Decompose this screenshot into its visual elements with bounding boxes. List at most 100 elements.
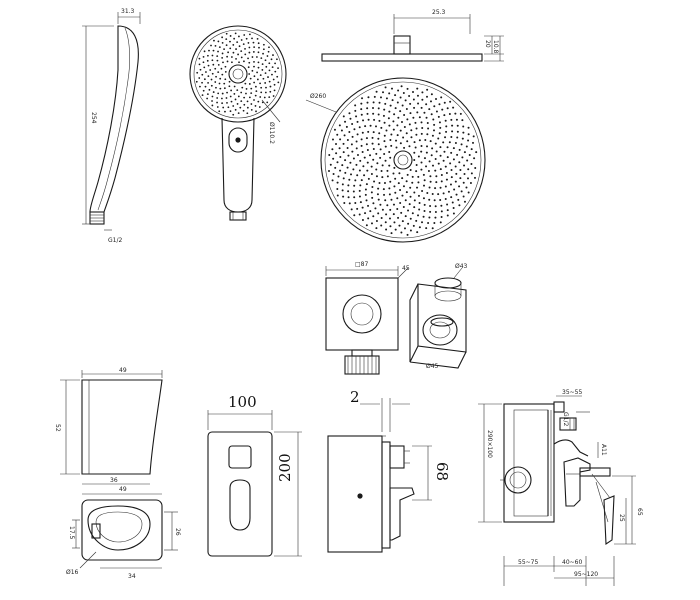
- spray-nozzle: [337, 175, 340, 178]
- spray-nozzle: [217, 40, 220, 43]
- spray-nozzle: [404, 199, 407, 202]
- valve-body-top-right-label: 35~55: [562, 389, 582, 396]
- spray-nozzle: [400, 231, 403, 234]
- spray-nozzle: [229, 35, 232, 37]
- spray-nozzle: [361, 97, 364, 100]
- spray-nozzle: [468, 153, 471, 156]
- spray-nozzle: [346, 166, 349, 169]
- spray-nozzle: [375, 175, 378, 178]
- spray-nozzle: [442, 192, 445, 195]
- spray-nozzle: [417, 175, 420, 178]
- spray-nozzle: [342, 115, 345, 118]
- spray-nozzle: [396, 101, 399, 104]
- spray-nozzle: [409, 195, 412, 198]
- spray-nozzle: [418, 226, 421, 229]
- spray-nozzle: [349, 161, 352, 164]
- spray-nozzle: [441, 108, 444, 111]
- spray-nozzle: [261, 69, 264, 71]
- spray-nozzle: [375, 125, 377, 128]
- spray-nozzle: [438, 103, 441, 106]
- spray-nozzle: [472, 135, 475, 138]
- spray-nozzle: [407, 209, 410, 212]
- spray-nozzle: [341, 189, 344, 192]
- spray-nozzle: [420, 168, 423, 171]
- spray-nozzle: [394, 191, 397, 194]
- spray-nozzle: [402, 136, 405, 139]
- spray-nozzle: [429, 210, 432, 213]
- spray-nozzle: [246, 112, 249, 115]
- spray-nozzle: [398, 172, 401, 175]
- spray-nozzle: [253, 46, 256, 49]
- spray-nozzle: [359, 159, 362, 162]
- spray-nozzle: [238, 45, 241, 48]
- spray-nozzle: [230, 89, 233, 92]
- spray-nozzle: [347, 184, 350, 187]
- spray-nozzle: [455, 172, 458, 175]
- spray-nozzle: [382, 188, 385, 191]
- spray-nozzle: [272, 54, 274, 56]
- spray-nozzle: [257, 61, 260, 64]
- spray-nozzle: [236, 41, 239, 44]
- spray-nozzle: [406, 173, 409, 176]
- spray-nozzle: [365, 137, 368, 140]
- spray-nozzle: [347, 190, 350, 193]
- spray-nozzle: [225, 32, 228, 35]
- spray-nozzle: [393, 166, 396, 169]
- spray-nozzle: [223, 82, 226, 85]
- spray-nozzle: [381, 164, 384, 167]
- spray-nozzle: [221, 42, 224, 44]
- spray-nozzle: [225, 97, 228, 99]
- spray-nozzle: [392, 203, 395, 206]
- spray-nozzle: [224, 65, 227, 68]
- spray-nozzle: [265, 65, 268, 68]
- spray-nozzle: [452, 212, 455, 215]
- spray-nozzle: [392, 120, 395, 123]
- spray-nozzle: [402, 185, 405, 188]
- spray-nozzle: [221, 102, 224, 105]
- spray-nozzle: [389, 225, 392, 228]
- spray-nozzle: [470, 172, 473, 175]
- spray-nozzle: [433, 199, 436, 202]
- spray-nozzle: [382, 91, 385, 94]
- spray-nozzle: [372, 101, 375, 104]
- spray-nozzle: [268, 80, 271, 83]
- spray-nozzle: [406, 140, 409, 143]
- spray-nozzle: [411, 175, 414, 178]
- spray-nozzle: [434, 142, 437, 145]
- spray-nozzle: [230, 100, 233, 103]
- spray-nozzle: [416, 87, 419, 90]
- spray-nozzle: [400, 120, 403, 123]
- spray-nozzle: [428, 108, 431, 111]
- spray-nozzle: [408, 145, 411, 148]
- spray-nozzle: [263, 96, 266, 99]
- spray-nozzle: [224, 70, 227, 73]
- spray-nozzle: [262, 43, 265, 46]
- spray-nozzle: [350, 143, 353, 146]
- spray-nozzle: [439, 168, 442, 171]
- spray-nozzle: [334, 166, 337, 169]
- spray-nozzle: [474, 166, 477, 169]
- spray-nozzle: [467, 191, 470, 194]
- spray-nozzle: [367, 96, 370, 99]
- spray-nozzle: [243, 60, 245, 63]
- spray-nozzle: [389, 156, 392, 159]
- spray-nozzle: [414, 146, 417, 149]
- spray-nozzle: [219, 87, 222, 90]
- spray-nozzle: [250, 103, 253, 105]
- spray-nozzle: [390, 87, 393, 90]
- hand-shower-face-label: Ø110.2: [268, 122, 275, 144]
- spray-nozzle: [227, 106, 230, 109]
- spray-nozzle: [220, 67, 223, 70]
- spray-nozzle: [467, 177, 469, 180]
- spray-nozzle: [223, 87, 226, 90]
- valve-trim-plate-front: 100 200: [207, 393, 302, 557]
- spray-nozzle: [248, 46, 251, 49]
- spray-nozzle: [391, 99, 394, 102]
- spray-nozzle: [443, 150, 446, 153]
- spray-nozzle: [212, 91, 215, 93]
- spray-nozzle: [384, 199, 387, 202]
- spray-nozzle: [458, 161, 461, 164]
- spray-nozzle: [450, 169, 453, 172]
- spray-nozzle: [430, 93, 433, 96]
- spray-nozzle: [440, 96, 443, 99]
